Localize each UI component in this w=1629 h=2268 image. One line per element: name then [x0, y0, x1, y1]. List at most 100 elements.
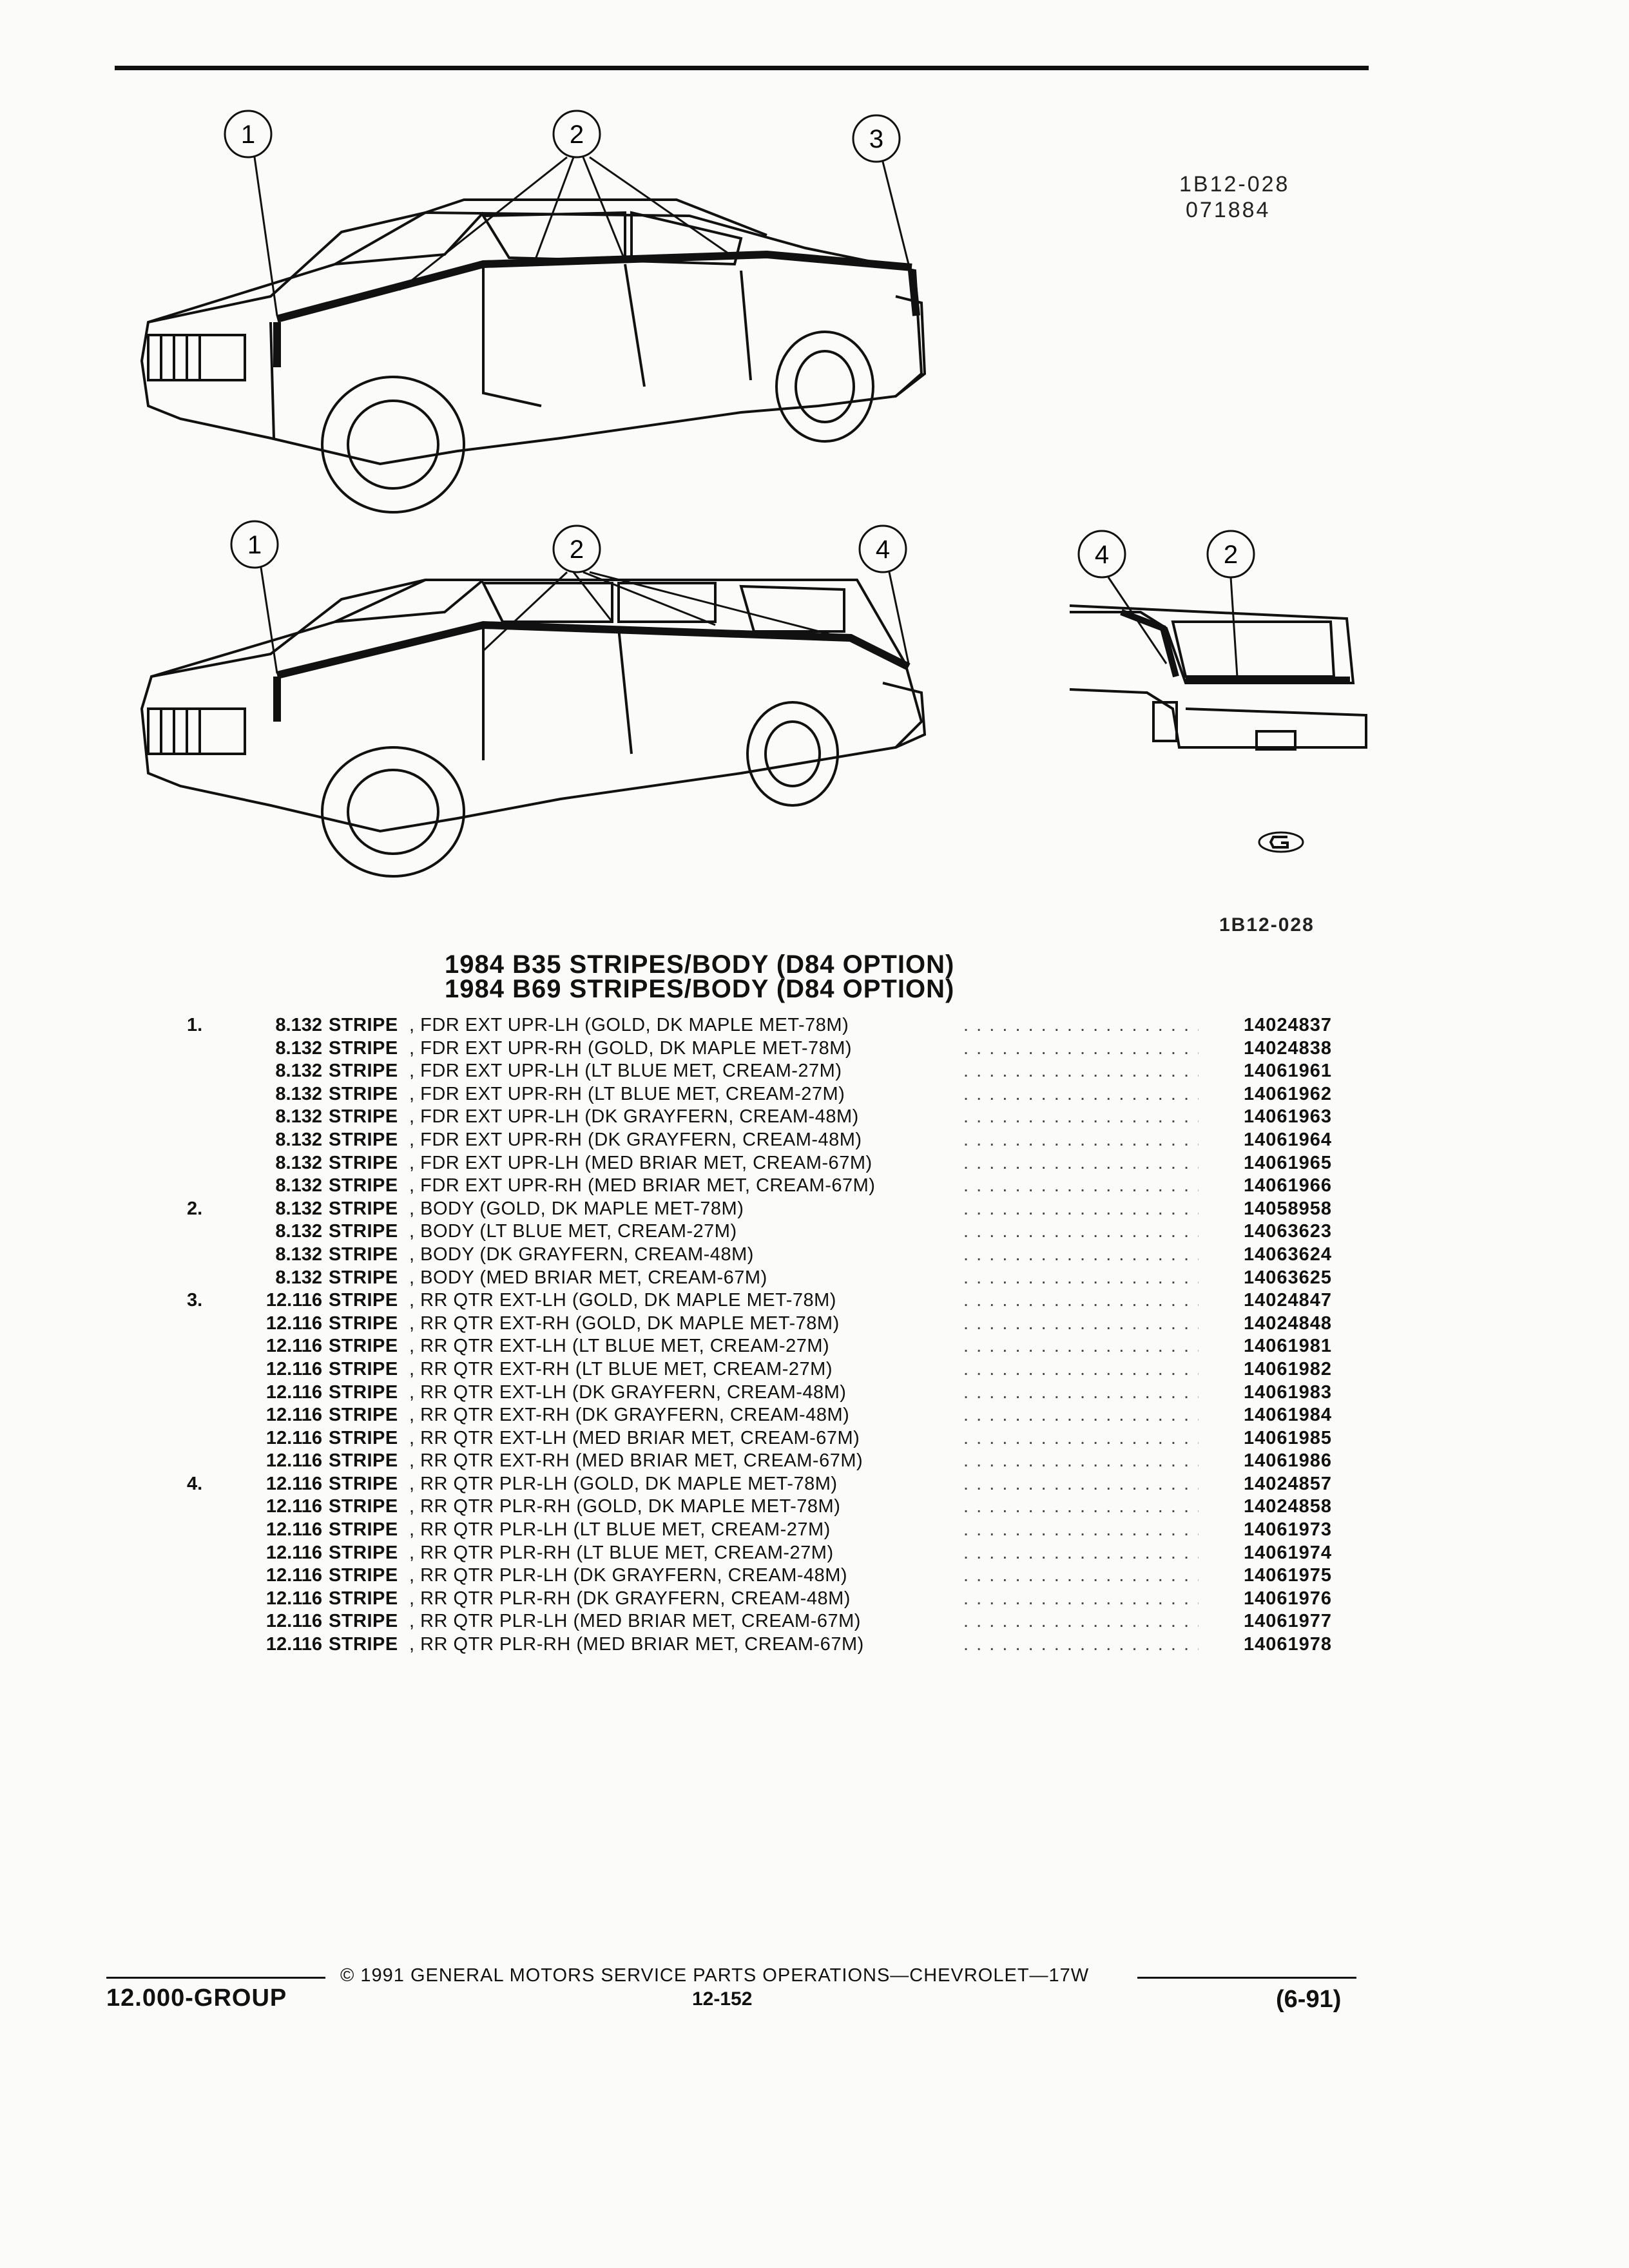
section-titles: 1984 B35 STRIPES/BODY (D84 OPTION) 1984 … — [445, 950, 1063, 1003]
group-code: 12.116 — [265, 1473, 322, 1494]
group-label: 12.000-GROUP — [106, 1984, 287, 2012]
callout-2: 2 — [570, 535, 584, 564]
part-name: STRIPE — [329, 1358, 398, 1379]
title-b35: 1984 B35 STRIPES/BODY (D84 OPTION) — [445, 950, 955, 979]
part-description: , RR QTR PLR-RH (LT BLUE MET, CREAM-27M) — [409, 1542, 834, 1563]
part-name: STRIPE — [329, 1290, 398, 1311]
group-code: 12.116 — [265, 1496, 322, 1517]
callout-3: 3 — [869, 125, 883, 153]
part-number: 14024858 — [1244, 1496, 1333, 1517]
group-code: 12.116 — [265, 1450, 322, 1472]
part-name: STRIPE — [329, 1312, 398, 1334]
part-number: 14061978 — [1244, 1634, 1333, 1655]
part-description: , RR QTR EXT-LH (MED BRIAR MET, CREAM-67… — [409, 1427, 860, 1448]
part-name: STRIPE — [329, 1611, 398, 1632]
part-name: STRIPE — [329, 1336, 398, 1357]
item-number: 1. — [187, 1015, 203, 1035]
top-rule — [115, 66, 1369, 70]
part-description: , BODY (GOLD, DK MAPLE MET-78M) — [409, 1198, 744, 1219]
part-name: STRIPE — [329, 1152, 398, 1173]
part-name: STRIPE — [329, 1244, 398, 1265]
part-number: 14063625 — [1244, 1267, 1333, 1288]
leader-dots: . . . . . . . . . . . . . . . . . . . . … — [963, 1037, 1199, 1059]
part-number: 14058958 — [1244, 1198, 1333, 1219]
leader-dots: . . . . . . . . . . . . . . . . . . . . … — [963, 1015, 1199, 1035]
leader-dots: . . . . . . . . . . . . . . . . . . . . … — [963, 1061, 1199, 1082]
part-description: , RR QTR EXT-RH (LT BLUE MET, CREAM-27M) — [409, 1358, 833, 1379]
group-code: 8.132 — [275, 1198, 322, 1219]
part-number: 14024857 — [1244, 1473, 1333, 1494]
part-description: , FDR EXT UPR-RH (MED BRIAR MET, CREAM-6… — [409, 1175, 876, 1196]
revision-date: (6-91) — [1276, 1986, 1342, 2013]
part-number: 14061973 — [1244, 1519, 1333, 1541]
leader-dots: . . . . . . . . . . . . . . . . . . . . … — [963, 1588, 1199, 1609]
group-code: 12.116 — [265, 1381, 322, 1403]
parts-row: 8.132 STRIPE , BODY (DK GRAYFERN, CREAM-48… — [174, 1244, 1373, 1267]
group-code: 8.132 — [275, 1221, 322, 1242]
part-name: STRIPE — [329, 1198, 398, 1219]
part-name: STRIPE — [329, 1221, 398, 1242]
page-number: 12-152 — [692, 1988, 753, 2010]
part-description: , FDR EXT UPR-RH (DK GRAYFERN, CREAM-48M… — [409, 1129, 862, 1150]
part-name: STRIPE — [329, 1450, 398, 1472]
part-name: STRIPE — [329, 1129, 398, 1150]
part-number: 14061986 — [1244, 1450, 1333, 1472]
part-number: 14061984 — [1244, 1405, 1333, 1426]
part-name: STRIPE — [329, 1267, 398, 1288]
group-code: 8.132 — [275, 1267, 322, 1288]
leader-dots: . . . . . . . . . . . . . . . . . . . . … — [963, 1381, 1199, 1403]
part-name: STRIPE — [329, 1381, 398, 1403]
leader-dots: . . . . . . . . . . . . . . . . . . . . … — [963, 1473, 1199, 1494]
group-code: 12.116 — [265, 1634, 322, 1655]
part-number: 14061962 — [1244, 1083, 1333, 1104]
part-number: 14061963 — [1244, 1106, 1333, 1128]
leader-dots: . . . . . . . . . . . . . . . . . . . . … — [963, 1565, 1199, 1586]
part-description: , BODY (DK GRAYFERN, CREAM-48M) — [409, 1244, 754, 1265]
group-code: 8.132 — [275, 1037, 322, 1059]
gm-logo — [1258, 831, 1304, 856]
part-description: , RR QTR EXT-RH (DK GRAYFERN, CREAM-48M) — [409, 1405, 850, 1426]
leader-dots: . . . . . . . . . . . . . . . . . . . . … — [963, 1244, 1199, 1265]
part-description: , FDR EXT UPR-LH (LT BLUE MET, CREAM-27M… — [409, 1061, 842, 1082]
leader-dots: . . . . . . . . . . . . . . . . . . . . … — [963, 1450, 1199, 1472]
part-number: 14061976 — [1244, 1588, 1333, 1609]
part-name: STRIPE — [329, 1106, 398, 1128]
part-number: 14024848 — [1244, 1312, 1333, 1334]
leader-dots: . . . . . . . . . . . . . . . . . . . . … — [963, 1634, 1199, 1655]
part-number: 14061974 — [1244, 1542, 1333, 1563]
leader-dots: . . . . . . . . . . . . . . . . . . . . … — [963, 1496, 1199, 1517]
part-description: , FDR EXT UPR-LH (GOLD, DK MAPLE MET-78M… — [409, 1015, 849, 1035]
copyright-text: © 1991 GENERAL MOTORS SERVICE PARTS OPER… — [340, 1965, 1090, 1986]
ref-code-text: 1B12-028 — [1179, 172, 1290, 197]
footer-rule-right — [1137, 1977, 1356, 1979]
sedan-diagram: 1 2 3 — [122, 103, 986, 528]
group-code: 12.116 — [265, 1312, 322, 1334]
bottom-ref-code: 1B12-028 — [1219, 914, 1315, 936]
part-name: STRIPE — [329, 1427, 398, 1448]
part-name: STRIPE — [329, 1588, 398, 1609]
title-b69: 1984 B69 STRIPES/BODY (D84 OPTION) — [445, 975, 955, 1003]
group-code: 8.132 — [275, 1152, 322, 1173]
group-code: 12.116 — [265, 1358, 322, 1379]
group-code: 12.116 — [265, 1565, 322, 1586]
rear-detail-diagram: 4 2 — [1057, 515, 1379, 799]
ref-date-text: 071884 — [1186, 198, 1271, 222]
leader-dots: . . . . . . . . . . . . . . . . . . . . … — [963, 1611, 1199, 1632]
leader-dots: . . . . . . . . . . . . . . . . . . . . … — [963, 1542, 1199, 1563]
group-code: 8.132 — [275, 1244, 322, 1265]
leader-dots: . . . . . . . . . . . . . . . . . . . . … — [963, 1129, 1199, 1150]
part-description: , RR QTR PLR-LH (MED BRIAR MET, CREAM-67… — [409, 1611, 861, 1632]
item-number: 2. — [187, 1198, 203, 1219]
